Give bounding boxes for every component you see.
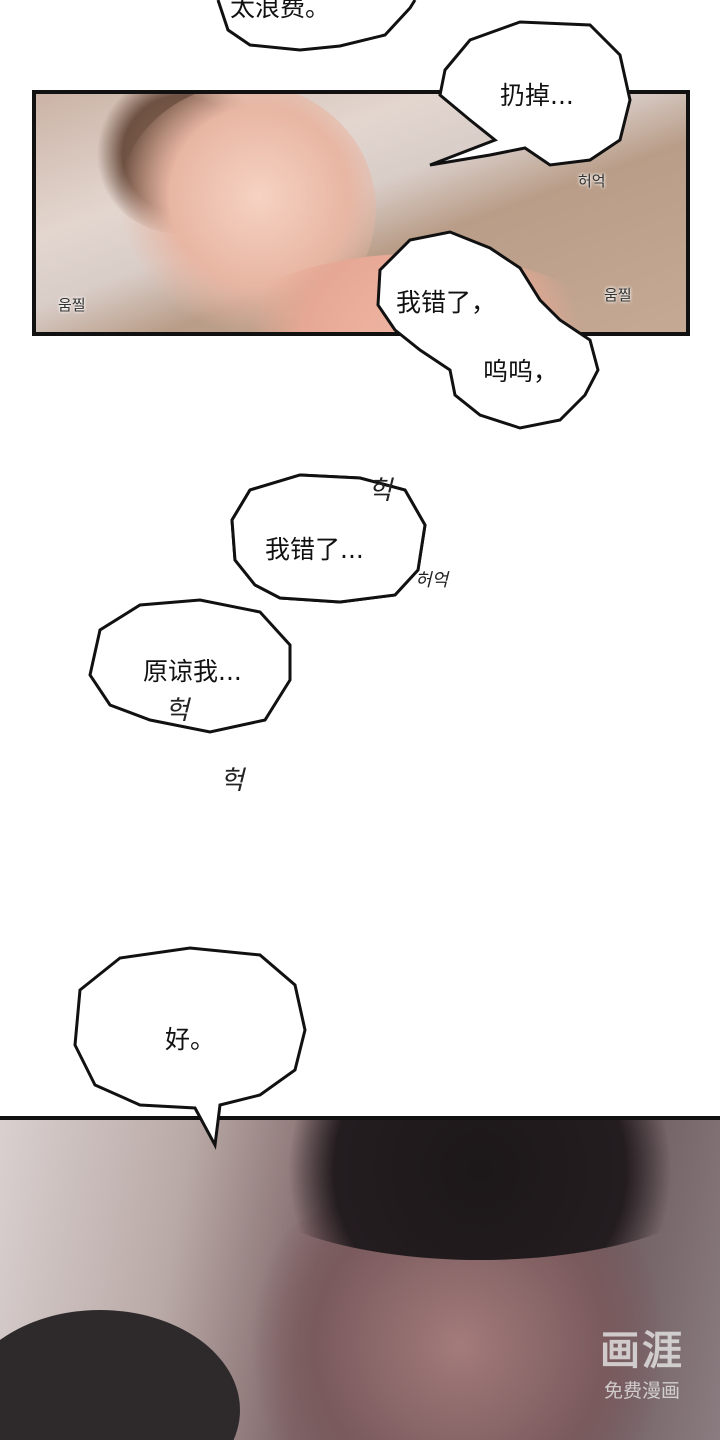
bubble-text: 原谅我... bbox=[143, 657, 242, 686]
bubble-text: 我错了， bbox=[396, 288, 497, 317]
speech-bubble-ok bbox=[73, 946, 307, 1150]
bubble-text: 太浪费。 bbox=[230, 0, 331, 22]
speech-bubble-throw bbox=[230, 20, 632, 604]
speech-bubbles-middle bbox=[88, 473, 427, 734]
watermark-logo: 画涯 bbox=[600, 1328, 684, 1374]
sfx-text: 움찔 bbox=[604, 286, 632, 304]
comic-panel-2 bbox=[0, 1116, 720, 1440]
character-hair bbox=[230, 1120, 720, 1260]
bubble-text: 扔掉... bbox=[500, 81, 574, 110]
character-shirt bbox=[0, 1310, 240, 1440]
watermark-subtitle: 免费漫画 bbox=[603, 1380, 680, 1402]
bubble-text: 呜呜， bbox=[483, 357, 559, 386]
sfx-text: 헉 bbox=[165, 696, 189, 726]
bubble-text: 我错了... bbox=[265, 535, 364, 564]
sfx-text: 움찔 bbox=[58, 296, 86, 314]
bubble-text: 好。 bbox=[165, 1025, 216, 1054]
sfx-text: 헉 bbox=[220, 766, 244, 796]
sfx-text: 허억 bbox=[578, 172, 606, 190]
sfx-text: 헉 bbox=[368, 476, 392, 506]
speech-bubble-top bbox=[216, 0, 417, 52]
sfx-text: 허억 bbox=[415, 570, 449, 591]
watermark: 画涯 免费漫画 bbox=[600, 1318, 684, 1403]
